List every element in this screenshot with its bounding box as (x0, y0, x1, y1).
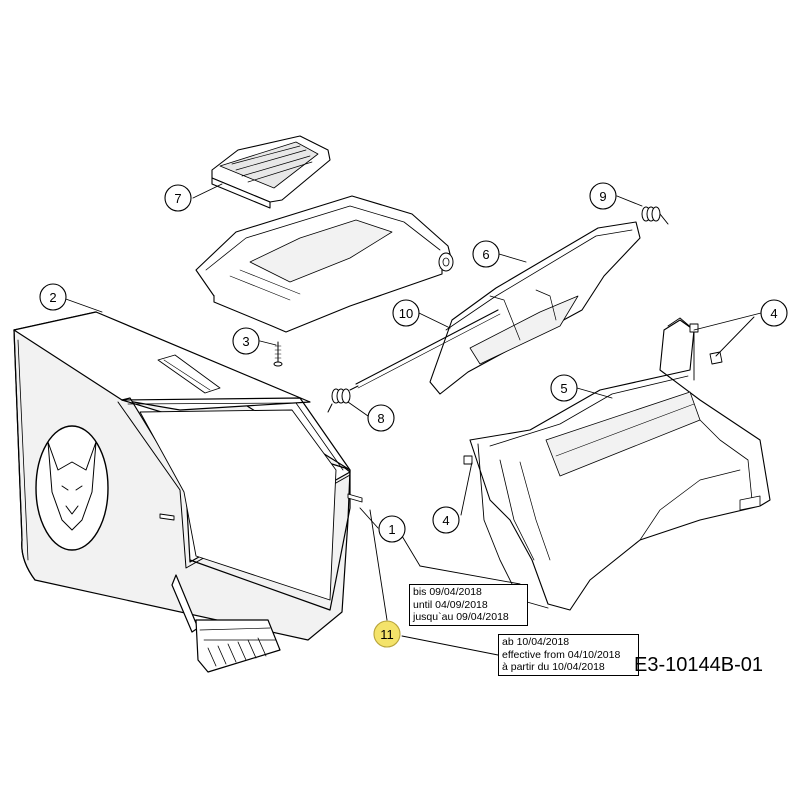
part-7-cover-grip (211, 135, 331, 209)
svg-text:5: 5 (560, 381, 567, 396)
svg-text:4: 4 (442, 513, 449, 528)
drawing-code: E3-10144B-01 (634, 654, 763, 676)
part-5-rear-housing (463, 317, 771, 611)
callout-4-upper: 4 (760, 299, 788, 327)
callout-1: 1 (378, 515, 406, 543)
part-2-grass-bag (13, 311, 363, 673)
svg-text:2: 2 (49, 290, 56, 305)
leader-lines (62, 183, 762, 656)
part-6-rear-flap (429, 221, 641, 395)
note-effective-date: ab 10/04/2018 effective from 04/10/2018 … (498, 634, 639, 676)
note-from-line-fr: à partir du 10/04/2018 (502, 661, 605, 673)
callout-8: 8 (367, 404, 395, 432)
svg-text:1: 1 (388, 522, 395, 537)
callout-2: 2 (39, 283, 67, 311)
note-until-line-de: bis 09/04/2018 (413, 586, 482, 598)
part-9-spring (641, 206, 669, 225)
callout-10: 10 (392, 299, 420, 327)
callout-4-lower: 4 (432, 506, 460, 534)
svg-text:4: 4 (770, 306, 777, 321)
svg-text:3: 3 (242, 334, 249, 349)
callout-9: 9 (589, 182, 617, 210)
callout-7: 7 (164, 184, 192, 212)
svg-text:6: 6 (482, 247, 489, 262)
part-3-screw (273, 341, 283, 367)
part-10-rod (355, 309, 501, 389)
wolf-logo (35, 425, 109, 551)
svg-text:8: 8 (377, 411, 384, 426)
cover-flap (195, 195, 454, 333)
callouts: 7 2 3 8 10 6 9 4 (39, 182, 788, 648)
svg-text:10: 10 (399, 306, 413, 321)
note-until-line-fr: jusqu`au 09/04/2018 (413, 611, 509, 623)
callout-11: 11 (373, 620, 401, 648)
note-from-line-de: ab 10/04/2018 (502, 636, 570, 648)
note-from-line-en: effective from 04/10/2018 (502, 648, 621, 661)
note-until-date: bis 09/04/2018 until 04/09/2018 jusqu`au… (409, 584, 528, 626)
part-8-spring (327, 385, 359, 413)
callout-3: 3 (232, 327, 260, 355)
callout-6: 6 (472, 240, 500, 268)
svg-text:7: 7 (174, 191, 181, 206)
svg-text:9: 9 (599, 189, 606, 204)
svg-text:11: 11 (380, 627, 394, 642)
callout-5: 5 (550, 374, 578, 402)
note-until-line-en: until 04/09/2018 (413, 598, 488, 611)
